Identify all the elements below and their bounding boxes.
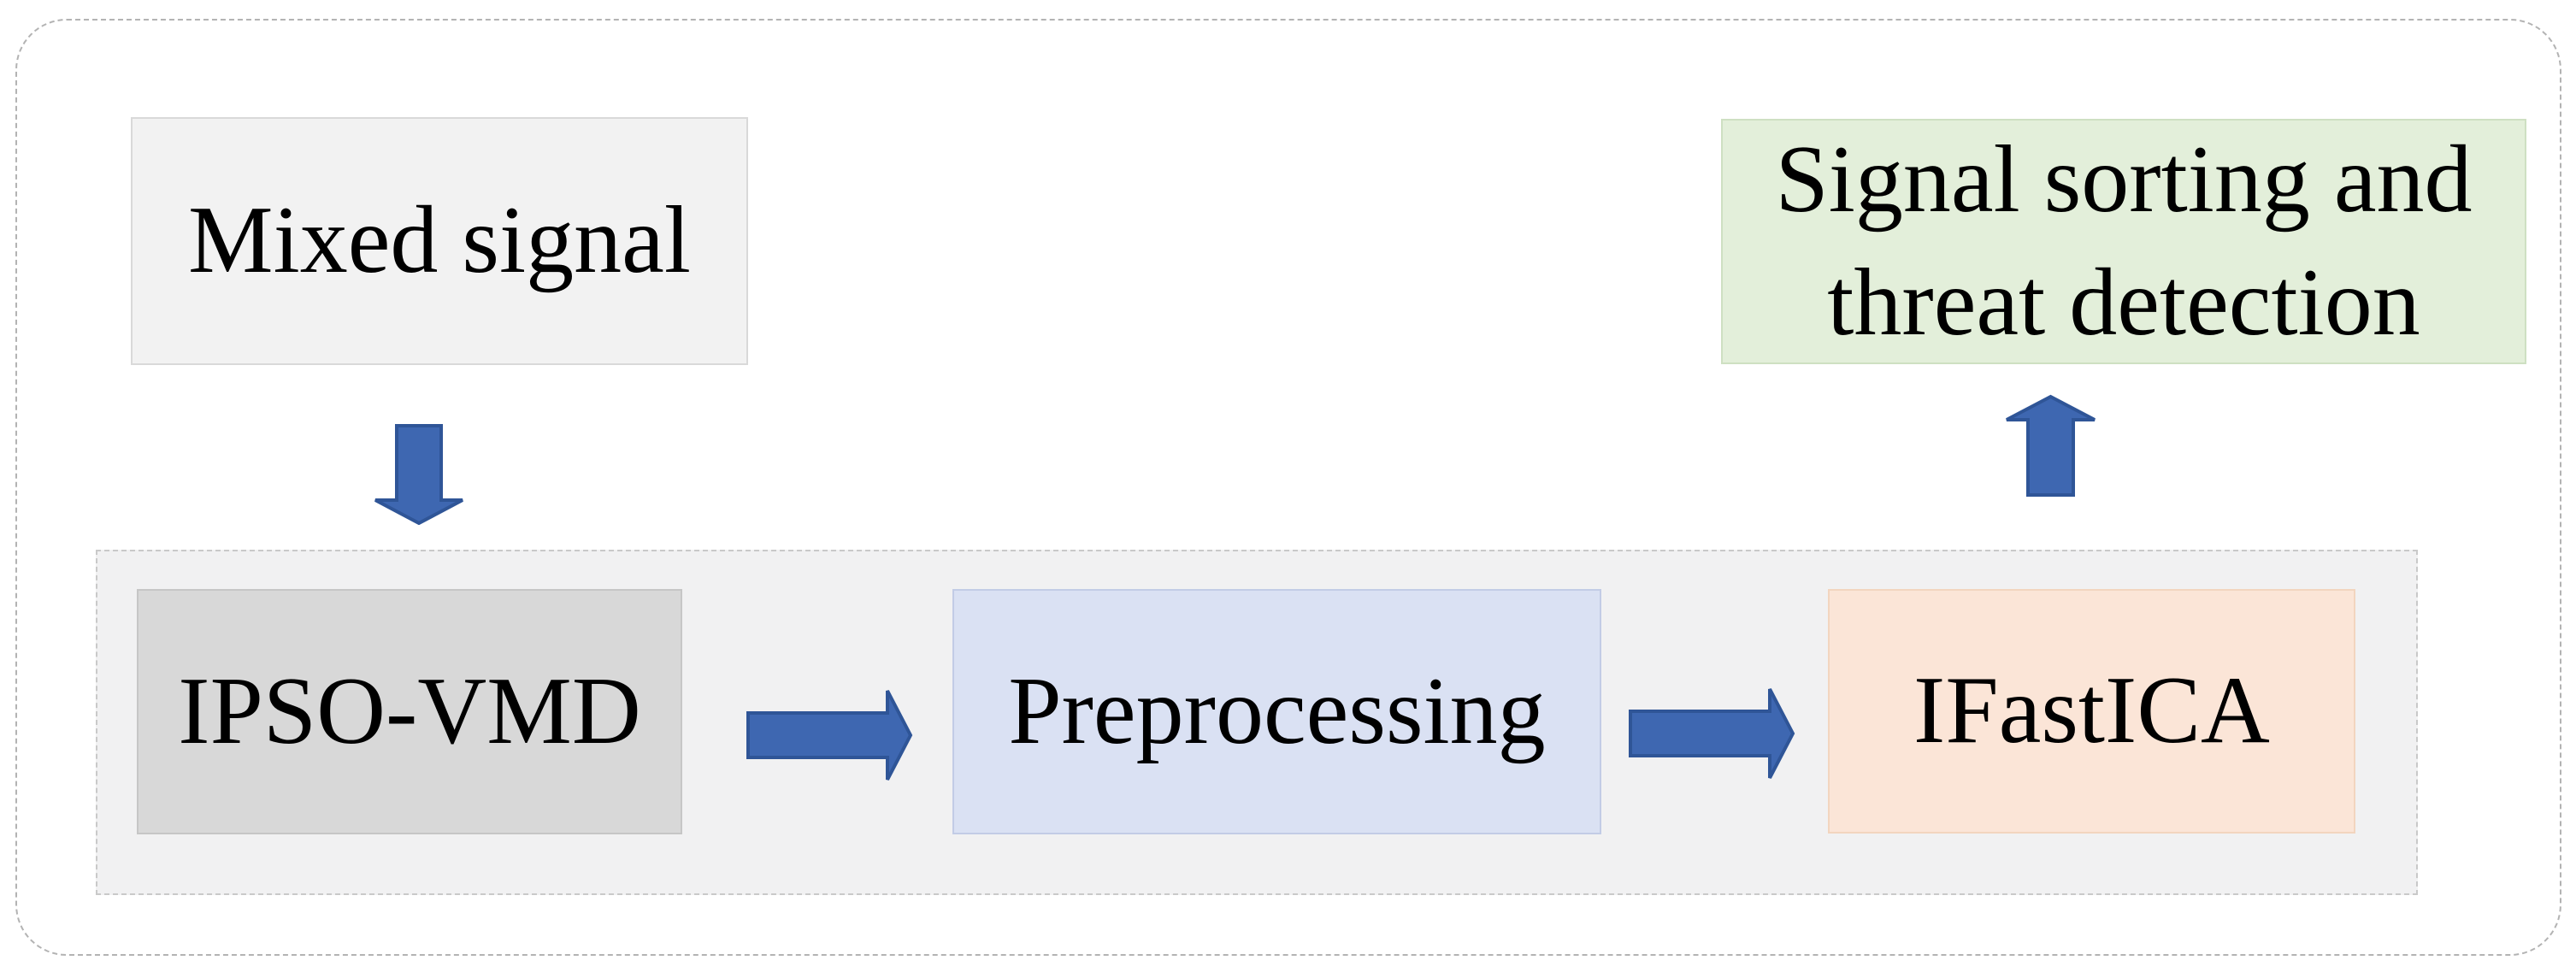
arrow-right-preprocessing-to-ifastica-icon xyxy=(1629,687,1795,780)
ipso-vmd-box: IPSO-VMD xyxy=(137,589,682,834)
mixed-signal-label: Mixed signal xyxy=(188,187,691,294)
ifastica-label: IFastICA xyxy=(1913,657,2270,764)
arrow-up-icon xyxy=(2005,394,2096,497)
arrow-right-ipso-to-preprocessing-icon xyxy=(746,689,913,781)
ifastica-box: IFastICA xyxy=(1828,589,2355,834)
preprocessing-box: Preprocessing xyxy=(952,589,1601,834)
mixed-signal-box: Mixed signal xyxy=(131,117,748,365)
arrow-down-icon xyxy=(374,424,464,525)
preprocessing-label: Preprocessing xyxy=(1008,657,1546,764)
signal-sorting-box: Signal sorting and threat detection xyxy=(1721,119,2526,364)
ipso-vmd-label: IPSO-VMD xyxy=(178,657,641,764)
signal-sorting-label: Signal sorting and threat detection xyxy=(1775,127,2473,356)
